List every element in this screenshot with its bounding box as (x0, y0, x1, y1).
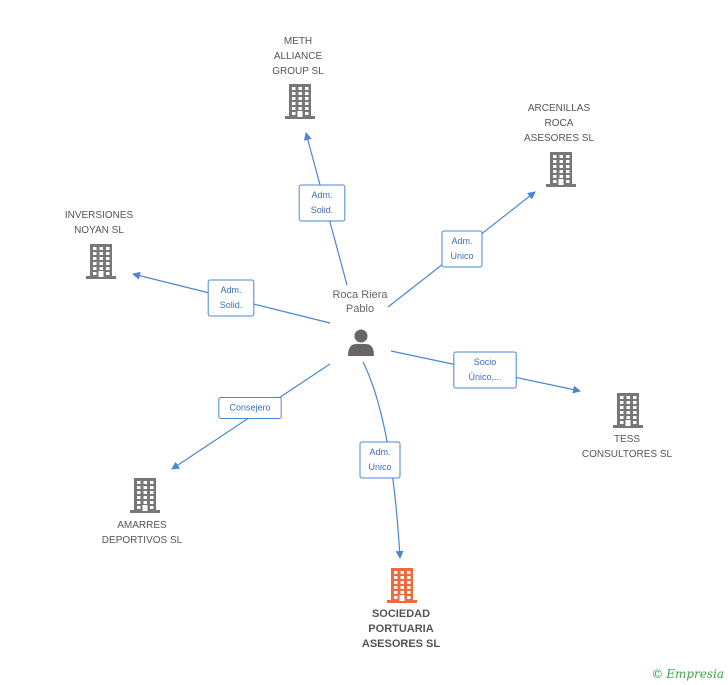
company-label-arcenillas[interactable]: ASESORES SL (524, 133, 594, 144)
relation-box-inversiones[interactable]: Adm. Solid. (207, 279, 255, 317)
company-label-inversiones[interactable]: INVERSIONES (65, 210, 134, 221)
relation-label: Único,... (468, 372, 501, 382)
relation-box-tess[interactable]: SocioÚnico,... (453, 351, 517, 389)
empresia-logo[interactable]: ©Empresia (651, 667, 724, 681)
person-icon[interactable] (348, 329, 374, 357)
company-label-tess[interactable]: CONSULTORES SL (582, 449, 673, 460)
company-label-meth[interactable]: ALLIANCE (274, 51, 323, 62)
edges-layer: Adm.Solid.Adm.UnicoAdm.Solid.SocioÚnico,… (132, 132, 581, 559)
company-label-meth[interactable]: GROUP SL (272, 66, 324, 77)
company-label-arcenillas[interactable]: ARCENILLAS (528, 103, 591, 114)
relation-label: Adm. (220, 285, 241, 295)
relation-label: Consejero (229, 403, 270, 413)
company-label-sociedad[interactable]: PORTUARIA (368, 623, 433, 635)
company-label-meth[interactable]: METH (284, 36, 312, 47)
company-label-amarres[interactable]: AMARRES (117, 520, 167, 531)
company-label-tess[interactable]: TESS (614, 434, 640, 445)
company-label-sociedad[interactable]: SOCIEDAD (372, 608, 430, 620)
building-icon-arcenillas[interactable] (546, 152, 576, 187)
building-icon-inversiones[interactable] (86, 244, 116, 279)
company-label-sociedad[interactable]: ASESORES SL (362, 638, 441, 650)
relation-box-meth[interactable]: Adm. Solid. (298, 184, 346, 222)
company-label-inversiones[interactable]: NOYAN SL (74, 225, 124, 236)
relation-label: Solid. (220, 300, 243, 310)
relation-box-amarres[interactable]: Consejero (218, 397, 282, 419)
building-icon-tess[interactable] (613, 393, 643, 428)
company-label-amarres[interactable]: DEPORTIVOS SL (102, 535, 183, 546)
relation-label: Adm. (369, 447, 390, 457)
company-label-arcenillas[interactable]: ROCA (545, 118, 574, 129)
relation-label: Adm. (311, 190, 332, 200)
building-icon-sociedad[interactable] (387, 568, 417, 603)
relation-label: Unico (450, 251, 473, 261)
relation-box-sociedad[interactable]: Adm. Unico (359, 441, 401, 479)
building-icon-amarres[interactable] (130, 478, 160, 513)
building-icon-meth[interactable] (285, 84, 315, 119)
relation-box-arcenillas[interactable]: Adm. Unico (441, 230, 483, 268)
relation-label: Socio (474, 357, 497, 367)
relation-label: Adm. (451, 236, 472, 246)
copyright-icon: © (651, 667, 664, 681)
brand-name: Empresia (666, 667, 724, 681)
person-name-line: Roca Riera (332, 289, 388, 301)
edge-sociedad (362, 361, 404, 559)
person-name-line: Pablo (346, 303, 374, 315)
relation-label: Solid. (311, 205, 334, 215)
relation-label: Unico (368, 462, 391, 472)
